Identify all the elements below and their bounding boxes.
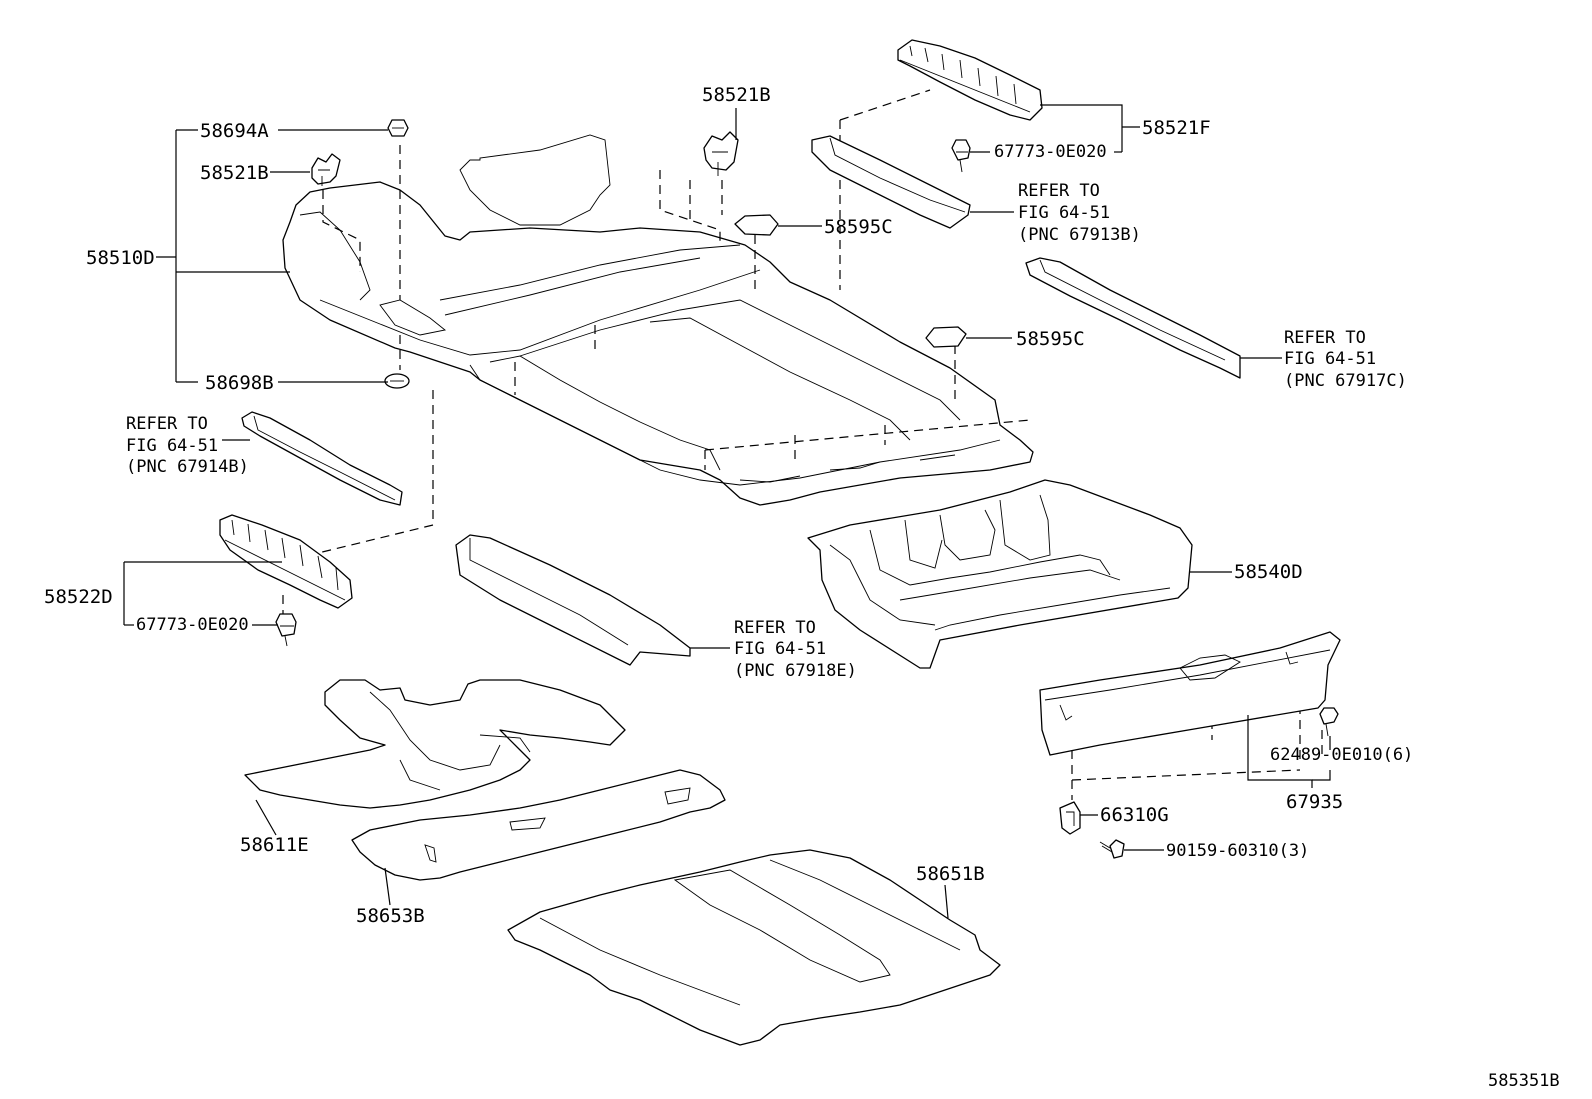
label-58521f[interactable]: 58521F	[1142, 117, 1211, 139]
pad-58595c-top[interactable]	[734, 214, 779, 236]
ref-line: (PNC 67913B)	[1018, 225, 1141, 245]
carpet-58651b[interactable]	[507, 849, 1001, 1046]
clip-58521b-left[interactable]	[311, 153, 341, 186]
ref-line: FIG 64-51	[126, 436, 218, 456]
ref-line: REFER TO	[734, 618, 816, 638]
ref-line: REFER TO	[126, 414, 208, 434]
label-66310g[interactable]: 66310G	[1100, 804, 1169, 826]
ref-line: REFER TO	[1018, 181, 1100, 201]
clip-62489[interactable]	[1319, 707, 1339, 737]
label-58698b[interactable]: 58698B	[205, 372, 274, 394]
floor-carpet-58510d[interactable]	[282, 134, 1034, 506]
label-58521b-top[interactable]: 58521B	[702, 84, 771, 106]
label-58694a[interactable]: 58694A	[200, 120, 269, 142]
ref-line: REFER TO	[1284, 328, 1366, 348]
grommet-58698b[interactable]	[384, 373, 410, 389]
label-90159[interactable]: 90159-60310(3)	[1166, 841, 1309, 861]
diagram-id: 585351B	[1488, 1071, 1560, 1091]
leader-lines	[123, 104, 1331, 919]
clip-58521b-top[interactable]	[703, 131, 739, 176]
nut-66310g[interactable]	[1059, 801, 1081, 835]
label-58611e[interactable]: 58611E	[240, 834, 309, 856]
label-67773-top[interactable]: 67773-0E020	[994, 142, 1107, 162]
screw-90159[interactable]	[1099, 839, 1125, 859]
ref-line: (PNC 67918E)	[734, 661, 857, 681]
label-58522d[interactable]: 58522D	[44, 586, 113, 608]
bracket-58522d[interactable]	[219, 514, 353, 609]
pad-58595c-mid[interactable]	[925, 326, 967, 348]
ref-line: FIG 64-51	[1284, 349, 1376, 369]
label-58651b[interactable]: 58651B	[916, 863, 985, 885]
label-58595c-top[interactable]: 58595C	[824, 216, 893, 238]
step-plate-67935[interactable]	[1039, 631, 1341, 756]
label-67773-left[interactable]: 67773-0E020	[136, 615, 249, 635]
label-58510d[interactable]: 58510D	[86, 247, 155, 269]
trim-67914b[interactable]	[241, 411, 403, 506]
clip-67773-top[interactable]	[951, 139, 971, 173]
label-58653b[interactable]: 58653B	[356, 905, 425, 927]
part-labels: 58694A 58521B 58510D 58698B 58521B 58595…	[44, 84, 1413, 927]
label-58521b-left[interactable]: 58521B	[200, 162, 269, 184]
ref-line: FIG 64-51	[1018, 203, 1110, 223]
label-62489[interactable]: 62489-0E010(6)	[1270, 745, 1413, 765]
carpet-58611e[interactable]	[244, 679, 626, 809]
clip-67773-left[interactable]	[275, 613, 297, 647]
label-67935[interactable]: 67935	[1286, 791, 1343, 813]
ref-line: (PNC 67914B)	[126, 457, 249, 477]
trim-67913b[interactable]	[811, 135, 971, 229]
reference-note-67914b[interactable]: REFER TO FIG 64-51 (PNC 67914B)	[126, 414, 249, 477]
floor-carpet-58540d[interactable]	[807, 479, 1193, 669]
reference-note-67913b[interactable]: REFER TO FIG 64-51 (PNC 67913B)	[1018, 181, 1141, 245]
carpet-58653b[interactable]	[351, 769, 726, 881]
ref-line: (PNC 67917C)	[1284, 371, 1407, 391]
bracket-58521f[interactable]	[897, 39, 1043, 121]
clip-58694a[interactable]	[387, 119, 409, 137]
reference-note-67917c[interactable]: REFER TO FIG 64-51 (PNC 67917C)	[1284, 328, 1407, 391]
trim-67918e[interactable]	[455, 534, 691, 666]
reference-note-67918e[interactable]: REFER TO FIG 64-51 (PNC 67918E)	[734, 618, 857, 681]
label-58595c-mid[interactable]: 58595C	[1016, 328, 1085, 350]
trim-67917c[interactable]	[1025, 257, 1241, 379]
ref-line: FIG 64-51	[734, 639, 826, 659]
label-58540d[interactable]: 58540D	[1234, 561, 1303, 583]
